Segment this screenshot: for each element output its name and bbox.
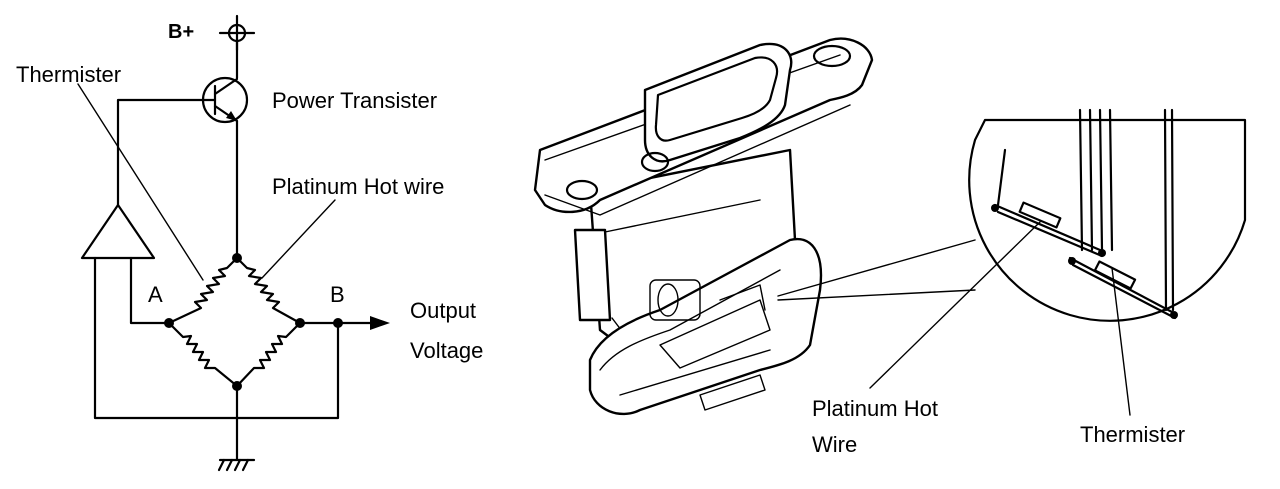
sensor-hotwire-label-line1: Platinum Hot xyxy=(812,396,938,421)
amp-input-b-wire xyxy=(93,256,340,420)
sensor-illustration: Platinum Hot Wire Thermister xyxy=(533,37,1247,457)
wheatstone-bridge xyxy=(164,253,305,391)
transistor-label: Power Transister xyxy=(272,88,437,113)
sensor-hotwire-label-line2: Wire xyxy=(812,432,857,457)
sensor-connector xyxy=(640,42,793,173)
output-label-line2: Voltage xyxy=(410,338,483,363)
thermister-leader xyxy=(77,83,204,281)
hotwire-label: Platinum Hot wire xyxy=(272,174,444,199)
magnified-detail xyxy=(968,108,1247,322)
amp-input-a-wire xyxy=(129,256,171,325)
power-transistor-symbol xyxy=(201,76,249,124)
sensor-thermister-leader xyxy=(1111,267,1131,416)
circuit-schematic: B+ Power Transister xyxy=(16,14,483,472)
node-a-label: A xyxy=(148,282,163,307)
magnifier-leader-top xyxy=(777,239,976,297)
thermister-label: Thermister xyxy=(16,62,121,87)
sensor-tube xyxy=(588,237,823,416)
output-label-line1: Output xyxy=(410,298,476,323)
ground-symbol xyxy=(217,384,256,472)
magnifier-leader-bottom xyxy=(777,289,976,301)
output-arrow xyxy=(370,316,390,330)
supply-terminal xyxy=(218,14,256,80)
node-b-label: B xyxy=(330,282,345,307)
supply-label: B+ xyxy=(168,21,194,43)
sensor-thermister-label: Thermister xyxy=(1080,422,1185,447)
base-wire xyxy=(116,98,205,207)
hotwire-leader xyxy=(261,199,336,279)
sensor-hotwire-leader xyxy=(869,221,1041,389)
op-amp-symbol xyxy=(80,203,156,260)
